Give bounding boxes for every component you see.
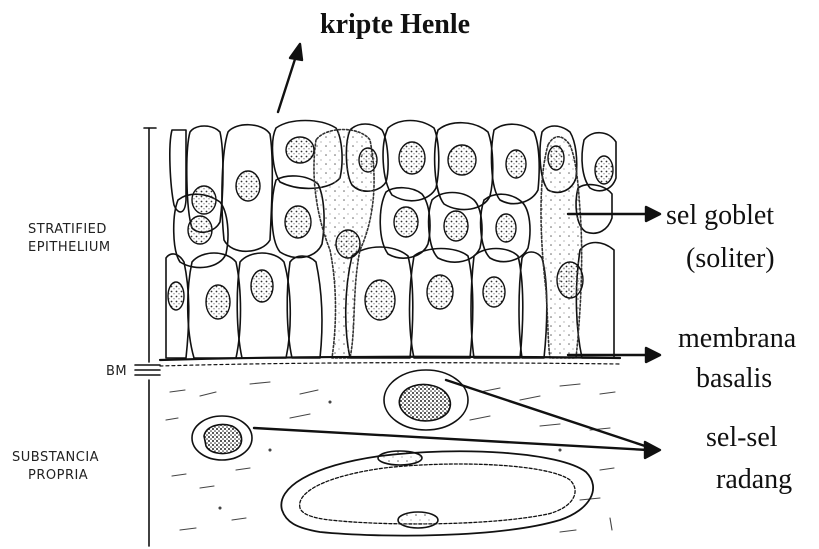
- label-sel-sel: sel-sel: [706, 424, 778, 452]
- inflammatory-cells: [192, 370, 468, 460]
- label-stratified: STRATIFIED: [28, 222, 107, 238]
- label-basalis: basalis: [696, 365, 772, 393]
- label-kripte-henle: kripte Henle: [320, 11, 470, 39]
- layer-bracket: [135, 128, 160, 546]
- label-membrana: membrana: [678, 325, 796, 353]
- label-radang: radang: [716, 466, 792, 494]
- label-soliter: (soliter): [686, 245, 775, 273]
- label-epithelium: EPITHELIUM: [28, 240, 111, 256]
- label-propria: PROPRIA: [28, 468, 88, 484]
- blood-vessel: [281, 451, 593, 536]
- label-substancia: SUBSTANCIA: [12, 450, 99, 466]
- label-bm: BM: [106, 364, 127, 380]
- label-sel-goblet: sel goblet: [666, 202, 774, 230]
